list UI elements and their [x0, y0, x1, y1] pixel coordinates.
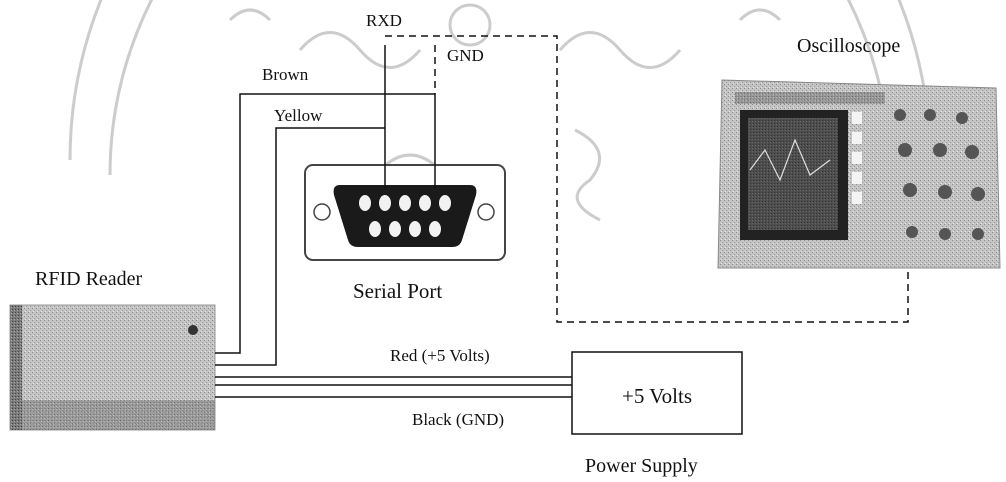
- serial-port-connector: [305, 165, 505, 260]
- rfid-reader-device: [10, 305, 215, 430]
- brown-wire-label: Brown: [262, 65, 309, 84]
- power-supply-voltage: +5 Volts: [622, 384, 692, 408]
- rfid-reader-label: RFID Reader: [35, 268, 143, 290]
- yellow-wire-label: Yellow: [274, 106, 323, 125]
- power-supply-label: Power Supply: [585, 455, 698, 477]
- power-wires: [215, 377, 572, 397]
- rxd-label: RXD: [366, 11, 402, 30]
- reader-led-icon: [188, 325, 198, 335]
- black-wire-label: Black (GND): [412, 410, 504, 429]
- gnd-label: GND: [447, 46, 484, 65]
- db9-shell: [334, 185, 477, 247]
- oscilloscope-device: [718, 80, 1000, 268]
- serial-port-label: Serial Port: [353, 279, 442, 303]
- red-wire-label: Red (+5 Volts): [390, 346, 490, 365]
- oscilloscope-label: Oscilloscope: [797, 35, 900, 57]
